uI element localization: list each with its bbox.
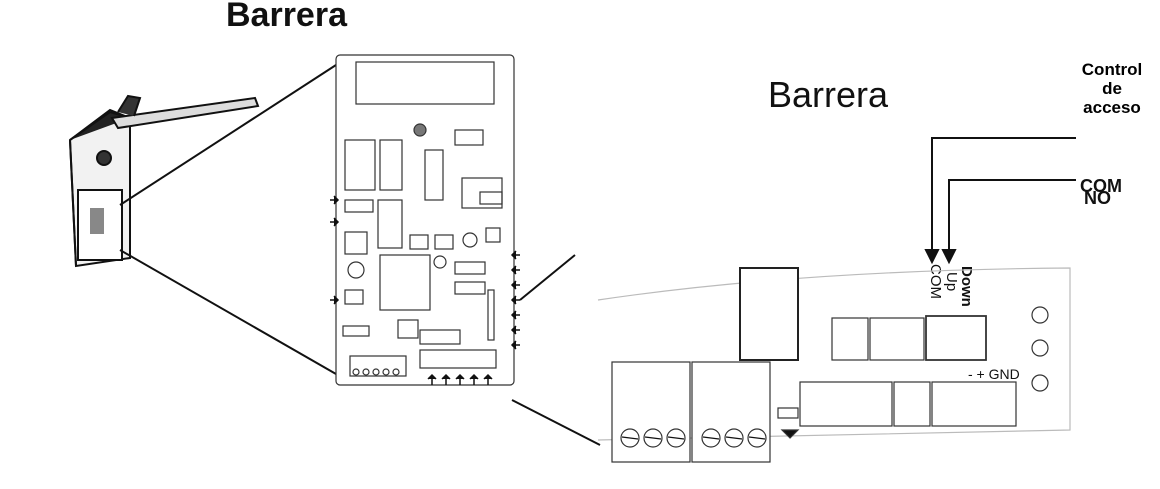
- access-control-line-2: de: [1102, 79, 1122, 98]
- left-title: Barrera: [226, 0, 347, 34]
- controller-board: [335, 54, 515, 386]
- board-arrows: [330, 195, 520, 385]
- access-control-label: Control de acceso: [1066, 60, 1158, 117]
- access-control-line-3: acceso: [1083, 98, 1141, 117]
- gnd-terminal-label: - + GND: [968, 366, 1020, 382]
- terminal-detail: [597, 267, 1071, 463]
- barrier-cabinet-illustration: [68, 94, 260, 268]
- access-control-wiring: [924, 137, 1076, 265]
- zoom-lines-left: [119, 64, 337, 375]
- right-title: Barrera: [768, 74, 889, 115]
- zoom-lines-right: [511, 254, 601, 446]
- com-wire-label: COM: [1080, 176, 1122, 196]
- access-control-line-1: Control: [1081, 60, 1143, 79]
- no-wire-label: NO: [1084, 188, 1111, 208]
